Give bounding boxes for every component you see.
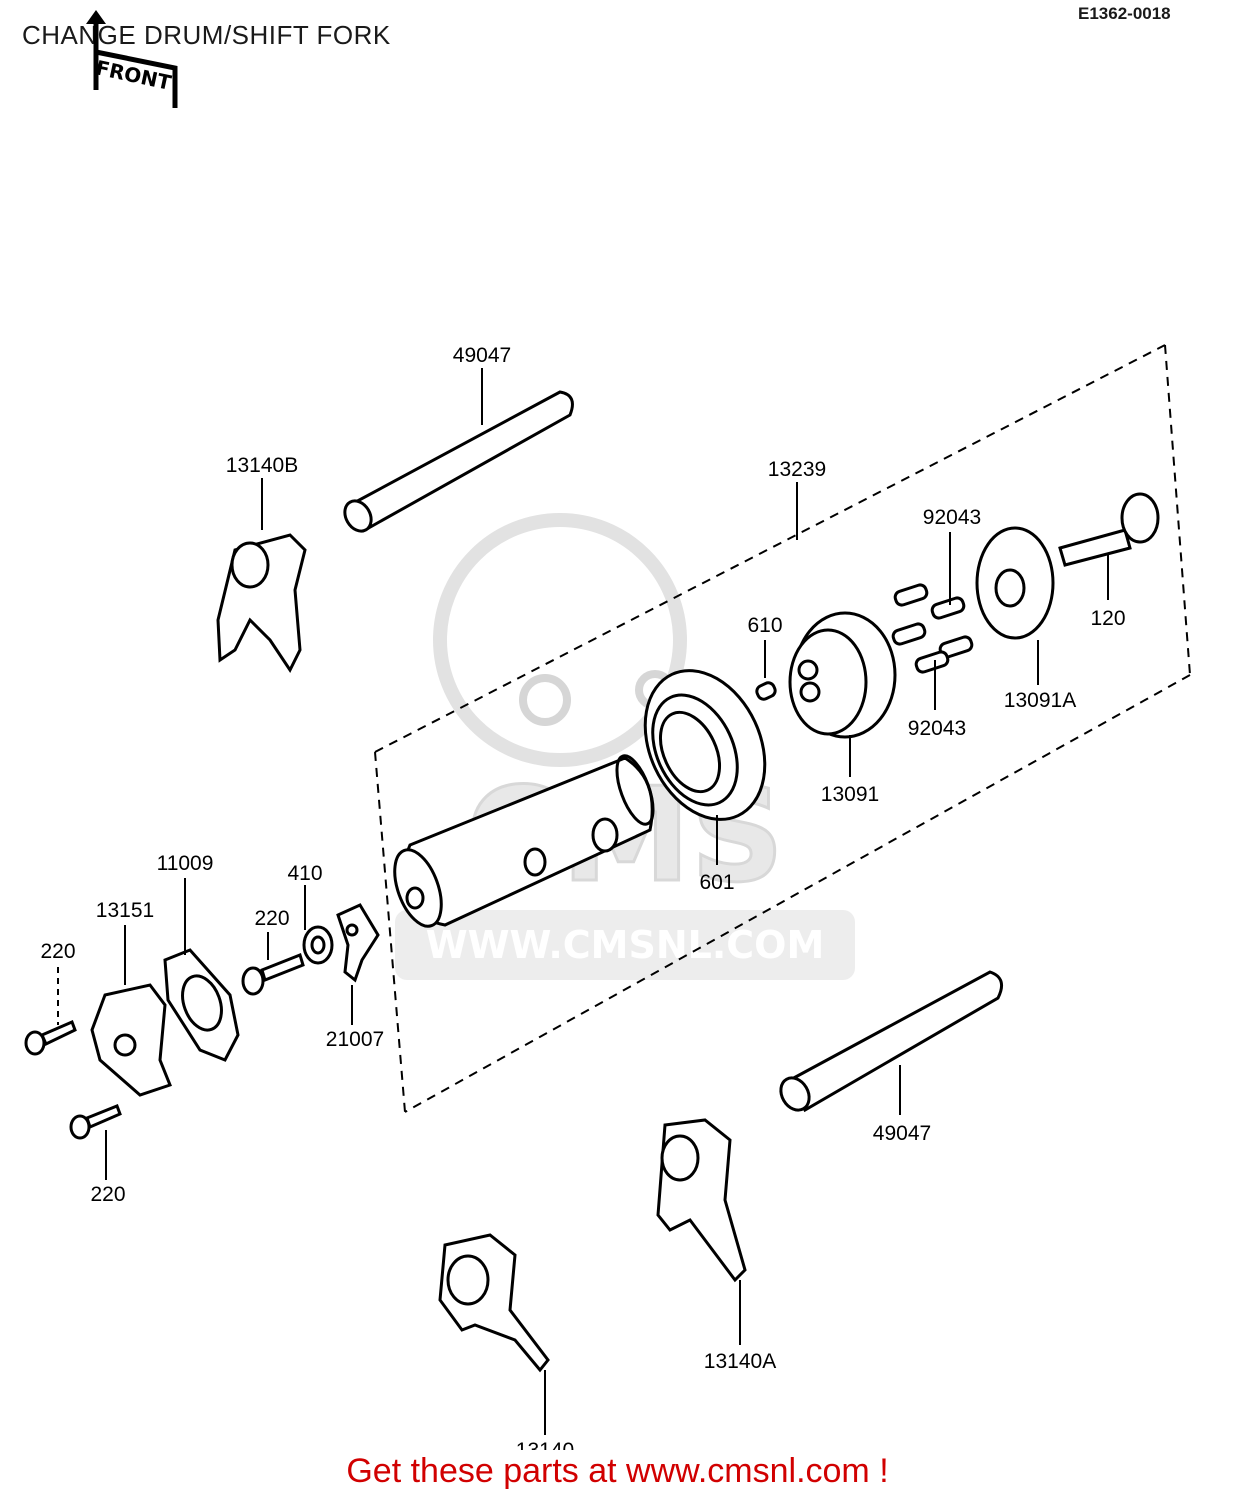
label-13091A: 13091A [1004, 689, 1076, 712]
holder-13151 [90, 983, 172, 1097]
label-13140A: 13140A [704, 1350, 776, 1373]
diagram-title: CHANGE DRUM/SHIFT FORK [22, 20, 391, 50]
change-drum [393, 754, 655, 928]
screw-220-mid [241, 953, 305, 996]
front-direction-marker: FRONT [86, 10, 178, 108]
label-220-mid: 220 [254, 907, 289, 930]
lever-21007 [336, 903, 380, 983]
label-220-bottom: 220 [90, 1183, 125, 1206]
label-610: 610 [747, 614, 782, 637]
label-13091: 13091 [821, 783, 879, 806]
exploded-view-drawing: CMS WWW.CMSNL.COM FRONT [24, 10, 1191, 1450]
washer-410 [302, 925, 334, 965]
label-220-left: 220 [40, 940, 75, 963]
part-number-labels: 49047 13140B 13239 92043 120 610 92043 1… [40, 344, 1125, 1450]
label-21007: 21007 [326, 1028, 384, 1051]
label-120: 120 [1090, 607, 1125, 630]
watermark-url: WWW.CMSNL.COM [426, 923, 825, 967]
label-13140: 13140 [516, 1439, 574, 1450]
assembly-boundary [374, 344, 1191, 1113]
label-410: 410 [287, 862, 322, 885]
label-13239: 13239 [768, 458, 826, 481]
label-49047-bottom: 49047 [873, 1122, 931, 1145]
shift-fork-13140A [656, 1118, 747, 1283]
leader-lines [57, 368, 1109, 1435]
label-601: 601 [699, 871, 734, 894]
pin-610 [755, 681, 777, 701]
cam-13091 [788, 611, 897, 739]
label-13151: 13151 [96, 899, 154, 922]
shift-rod-bottom [779, 970, 1004, 1113]
label-92043-top: 92043 [923, 506, 981, 529]
screw-220-bottom [69, 1104, 122, 1140]
label-49047-top: 49047 [453, 344, 511, 367]
pins-92043 [891, 583, 974, 674]
shift-rod-top [343, 390, 574, 533]
bearing-601 [643, 669, 767, 821]
label-11009: 11009 [157, 852, 214, 875]
label-13140B: 13140B [226, 454, 298, 477]
footer-cta-link[interactable]: Get these parts at www.cmsnl.com ! [346, 1452, 889, 1490]
shift-fork-13140 [438, 1233, 550, 1373]
diagram-code: E1362-0018 [1078, 4, 1171, 23]
shift-fork-13140B [216, 533, 307, 673]
plate-13091A [975, 526, 1055, 640]
screw-220-left [24, 1019, 77, 1056]
label-92043-bottom: 92043 [908, 717, 966, 740]
gasket-11009 [163, 948, 240, 1062]
bolt-120 [1058, 492, 1160, 567]
